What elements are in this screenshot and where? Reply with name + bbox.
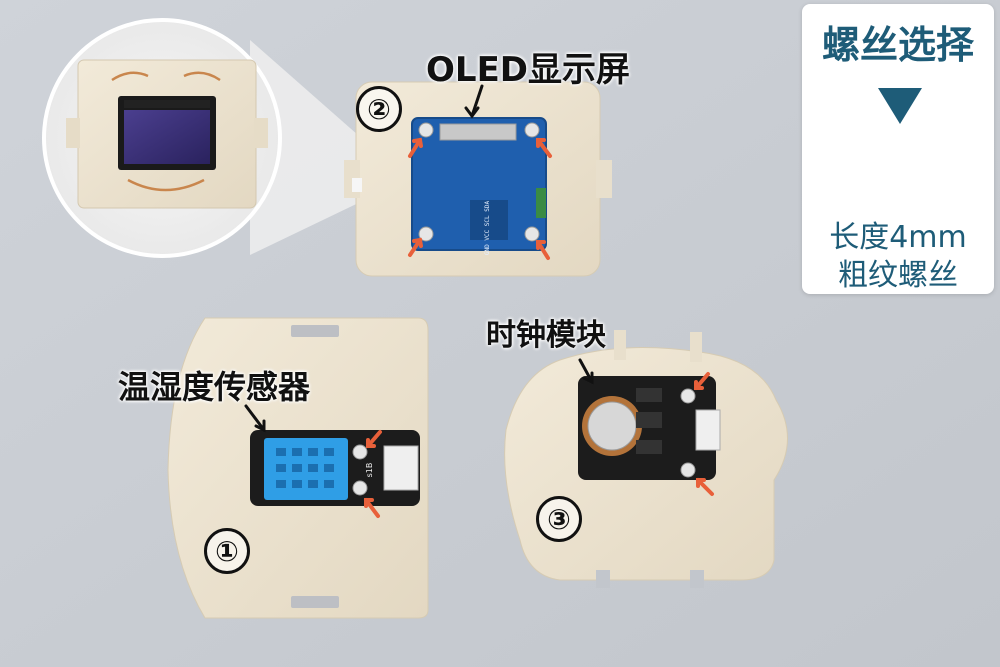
pointer-arrows [244, 84, 594, 433]
arrow-icon [364, 137, 714, 518]
magnifier-lens [42, 18, 282, 258]
screw-selection-card: 螺丝选择 长度4mm 粗纹螺丝 [802, 4, 994, 294]
number-badge-two: ② [356, 86, 402, 132]
oled-label: OLED显示屏 [426, 50, 631, 90]
sensor-pcb: s1B [250, 430, 420, 506]
clock-label: 时钟模块 [486, 318, 606, 353]
clock-pcb [578, 376, 721, 480]
number-badge-three: ③ [536, 496, 582, 542]
oled-pin-print: GND VCC SCL SDA [484, 201, 491, 256]
screw-length: 长度4mm [829, 220, 967, 255]
oled-pcb: GND VCC SCL SDA [411, 117, 547, 256]
triangle-down-icon [878, 88, 922, 124]
connector-icon [695, 409, 721, 451]
sensor-pin-print: s1B [365, 463, 374, 478]
sensor-label: 温湿度传感器 [118, 368, 311, 406]
screw-card-title: 螺丝选择 [821, 23, 974, 67]
number-badge-one: ① [204, 528, 250, 574]
screw-type: 粗纹螺丝 [838, 258, 958, 293]
magnifier-beam [250, 40, 375, 255]
